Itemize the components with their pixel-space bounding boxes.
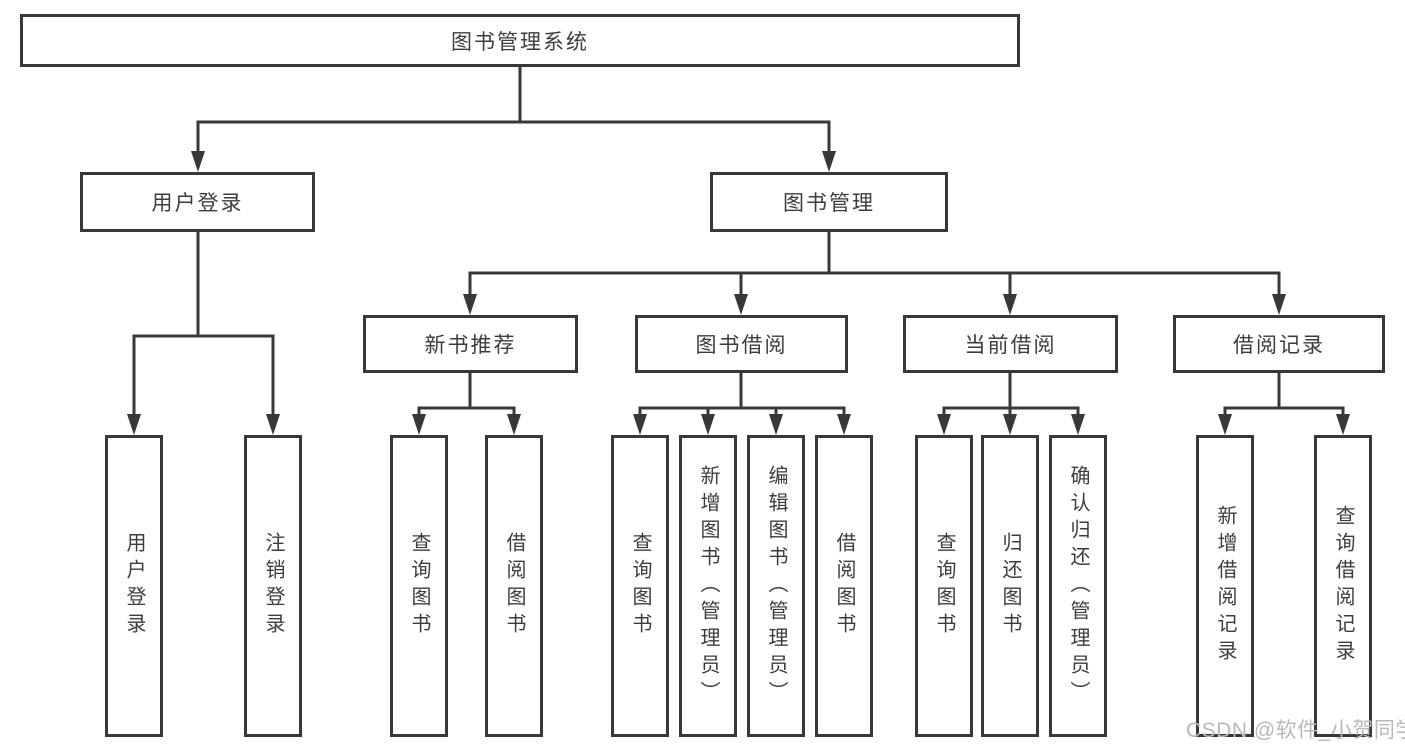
- node-user-login: 用户登录: [80, 172, 315, 232]
- arrowheads: [127, 151, 1350, 435]
- csdn-watermark: CSDN @软件_小贺同学: [1186, 719, 1405, 742]
- node-root-system: 图书管理系统: [20, 14, 1020, 67]
- leaf-return-books: 归还图书: [981, 435, 1039, 737]
- node-book-management: 图书管理: [710, 172, 948, 232]
- leaf-edit-books-admin: 编辑图书（管理员）: [747, 435, 805, 737]
- leaf-add-books-admin: 新增图书（管理员）: [679, 435, 737, 737]
- node-borrow-record: 借阅记录: [1173, 315, 1385, 373]
- leaf-logout: 注销登录: [244, 435, 302, 737]
- leaf-add-borrow-record: 新增借阅记录: [1196, 435, 1254, 737]
- leaf-borrow-books-2: 借阅图书: [815, 435, 873, 737]
- node-new-book-recommend: 新书推荐: [363, 315, 578, 373]
- leaf-query-borrow-record: 查询借阅记录: [1314, 435, 1372, 737]
- leaf-confirm-return-admin: 确认归还（管理员）: [1049, 435, 1107, 737]
- leaf-borrow-books-1: 借阅图书: [485, 435, 543, 737]
- leaf-query-books-1: 查询图书: [390, 435, 448, 737]
- node-current-borrow: 当前借阅: [903, 315, 1118, 373]
- leaf-query-books-3: 查询图书: [915, 435, 973, 737]
- node-book-borrow: 图书借阅: [635, 315, 848, 373]
- leaf-user-login: 用户登录: [105, 435, 163, 737]
- leaf-query-books-2: 查询图书: [611, 435, 669, 737]
